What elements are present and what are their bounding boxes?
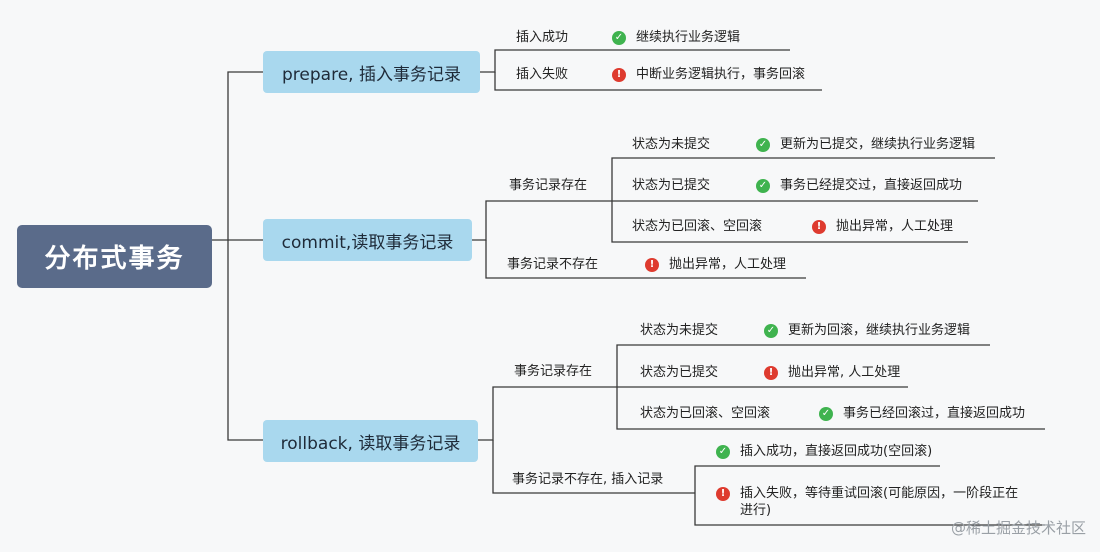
check-circle-icon: ✓ [756,138,770,152]
connector-rollback [694,493,1045,526]
connector-prepare [480,49,790,73]
connector-rollback [694,465,940,493]
error-circle-icon: ! [764,366,778,380]
error-circle-icon: ! [612,68,626,82]
condition-label: 状态为已回滚、空回滚 [640,406,771,421]
error-circle-icon: ! [716,487,730,501]
connector-root [212,71,263,241]
group-label: 事务记录不存在, 插入记录 [512,472,664,487]
connector-rollback [492,440,695,494]
condition-label: 插入失败 [516,67,569,82]
condition-label: 状态为未提交 [640,323,719,338]
connector-commit [611,201,968,243]
error-circle-icon: ! [645,258,659,272]
branch-commit: commit,读取事务记录 [263,219,472,261]
connector-commit [485,240,806,279]
condition-label: 状态为已提交 [632,178,711,193]
result-label: 更新为已提交，继续执行业务逻辑 [780,137,976,152]
connector-commit [472,200,612,241]
check-circle-icon: ✓ [612,31,626,45]
result-label: 插入失败，等待重试回滚(可能原因，一阶段正在 [740,486,1019,501]
connector-root [227,240,263,441]
result-label: 插入成功，直接返回成功(空回滚) [740,444,933,459]
root-node: 分布式事务 [17,225,212,288]
connector-rollback [616,387,1045,430]
branch-rollback: rollback, 读取事务记录 [263,420,478,462]
error-circle-icon: ! [812,220,826,234]
result-label: 抛出异常, 人工处理 [788,365,901,380]
result-label: 中断业务逻辑执行，事务回滚 [636,67,806,82]
check-circle-icon: ✓ [756,179,770,193]
connector-rollback [616,344,990,387]
result-label: 继续执行业务逻辑 [636,30,741,45]
result-label: 事务已经提交过，直接返回成功 [780,178,963,193]
condition-label: 状态为已回滚、空回滚 [632,219,763,234]
group-label: 事务记录存在 [514,364,593,379]
branch-prepare: prepare, 插入事务记录 [263,51,480,93]
connector-rollback [478,386,617,441]
group-label: 事务记录不存在 [507,257,599,272]
check-circle-icon: ✓ [716,445,730,459]
result-label: 抛出异常，人工处理 [669,257,787,272]
condition-label: 状态为未提交 [632,137,711,152]
condition-label: 插入成功 [516,30,569,45]
connector-commit [611,157,995,201]
check-circle-icon: ✓ [764,324,778,338]
condition-label: 状态为已提交 [640,365,719,380]
result-label: 更新为回滚，继续执行业务逻辑 [788,323,971,338]
check-circle-icon: ✓ [819,407,833,421]
result-label-line2: 进行) [740,503,772,518]
group-label: 事务记录存在 [509,178,588,193]
watermark: @稀土掘金技术社区 [950,519,1086,537]
result-label: 事务已经回滚过，直接返回成功 [843,406,1026,421]
result-label: 抛出异常，人工处理 [836,219,954,234]
connector-prepare [494,72,822,91]
